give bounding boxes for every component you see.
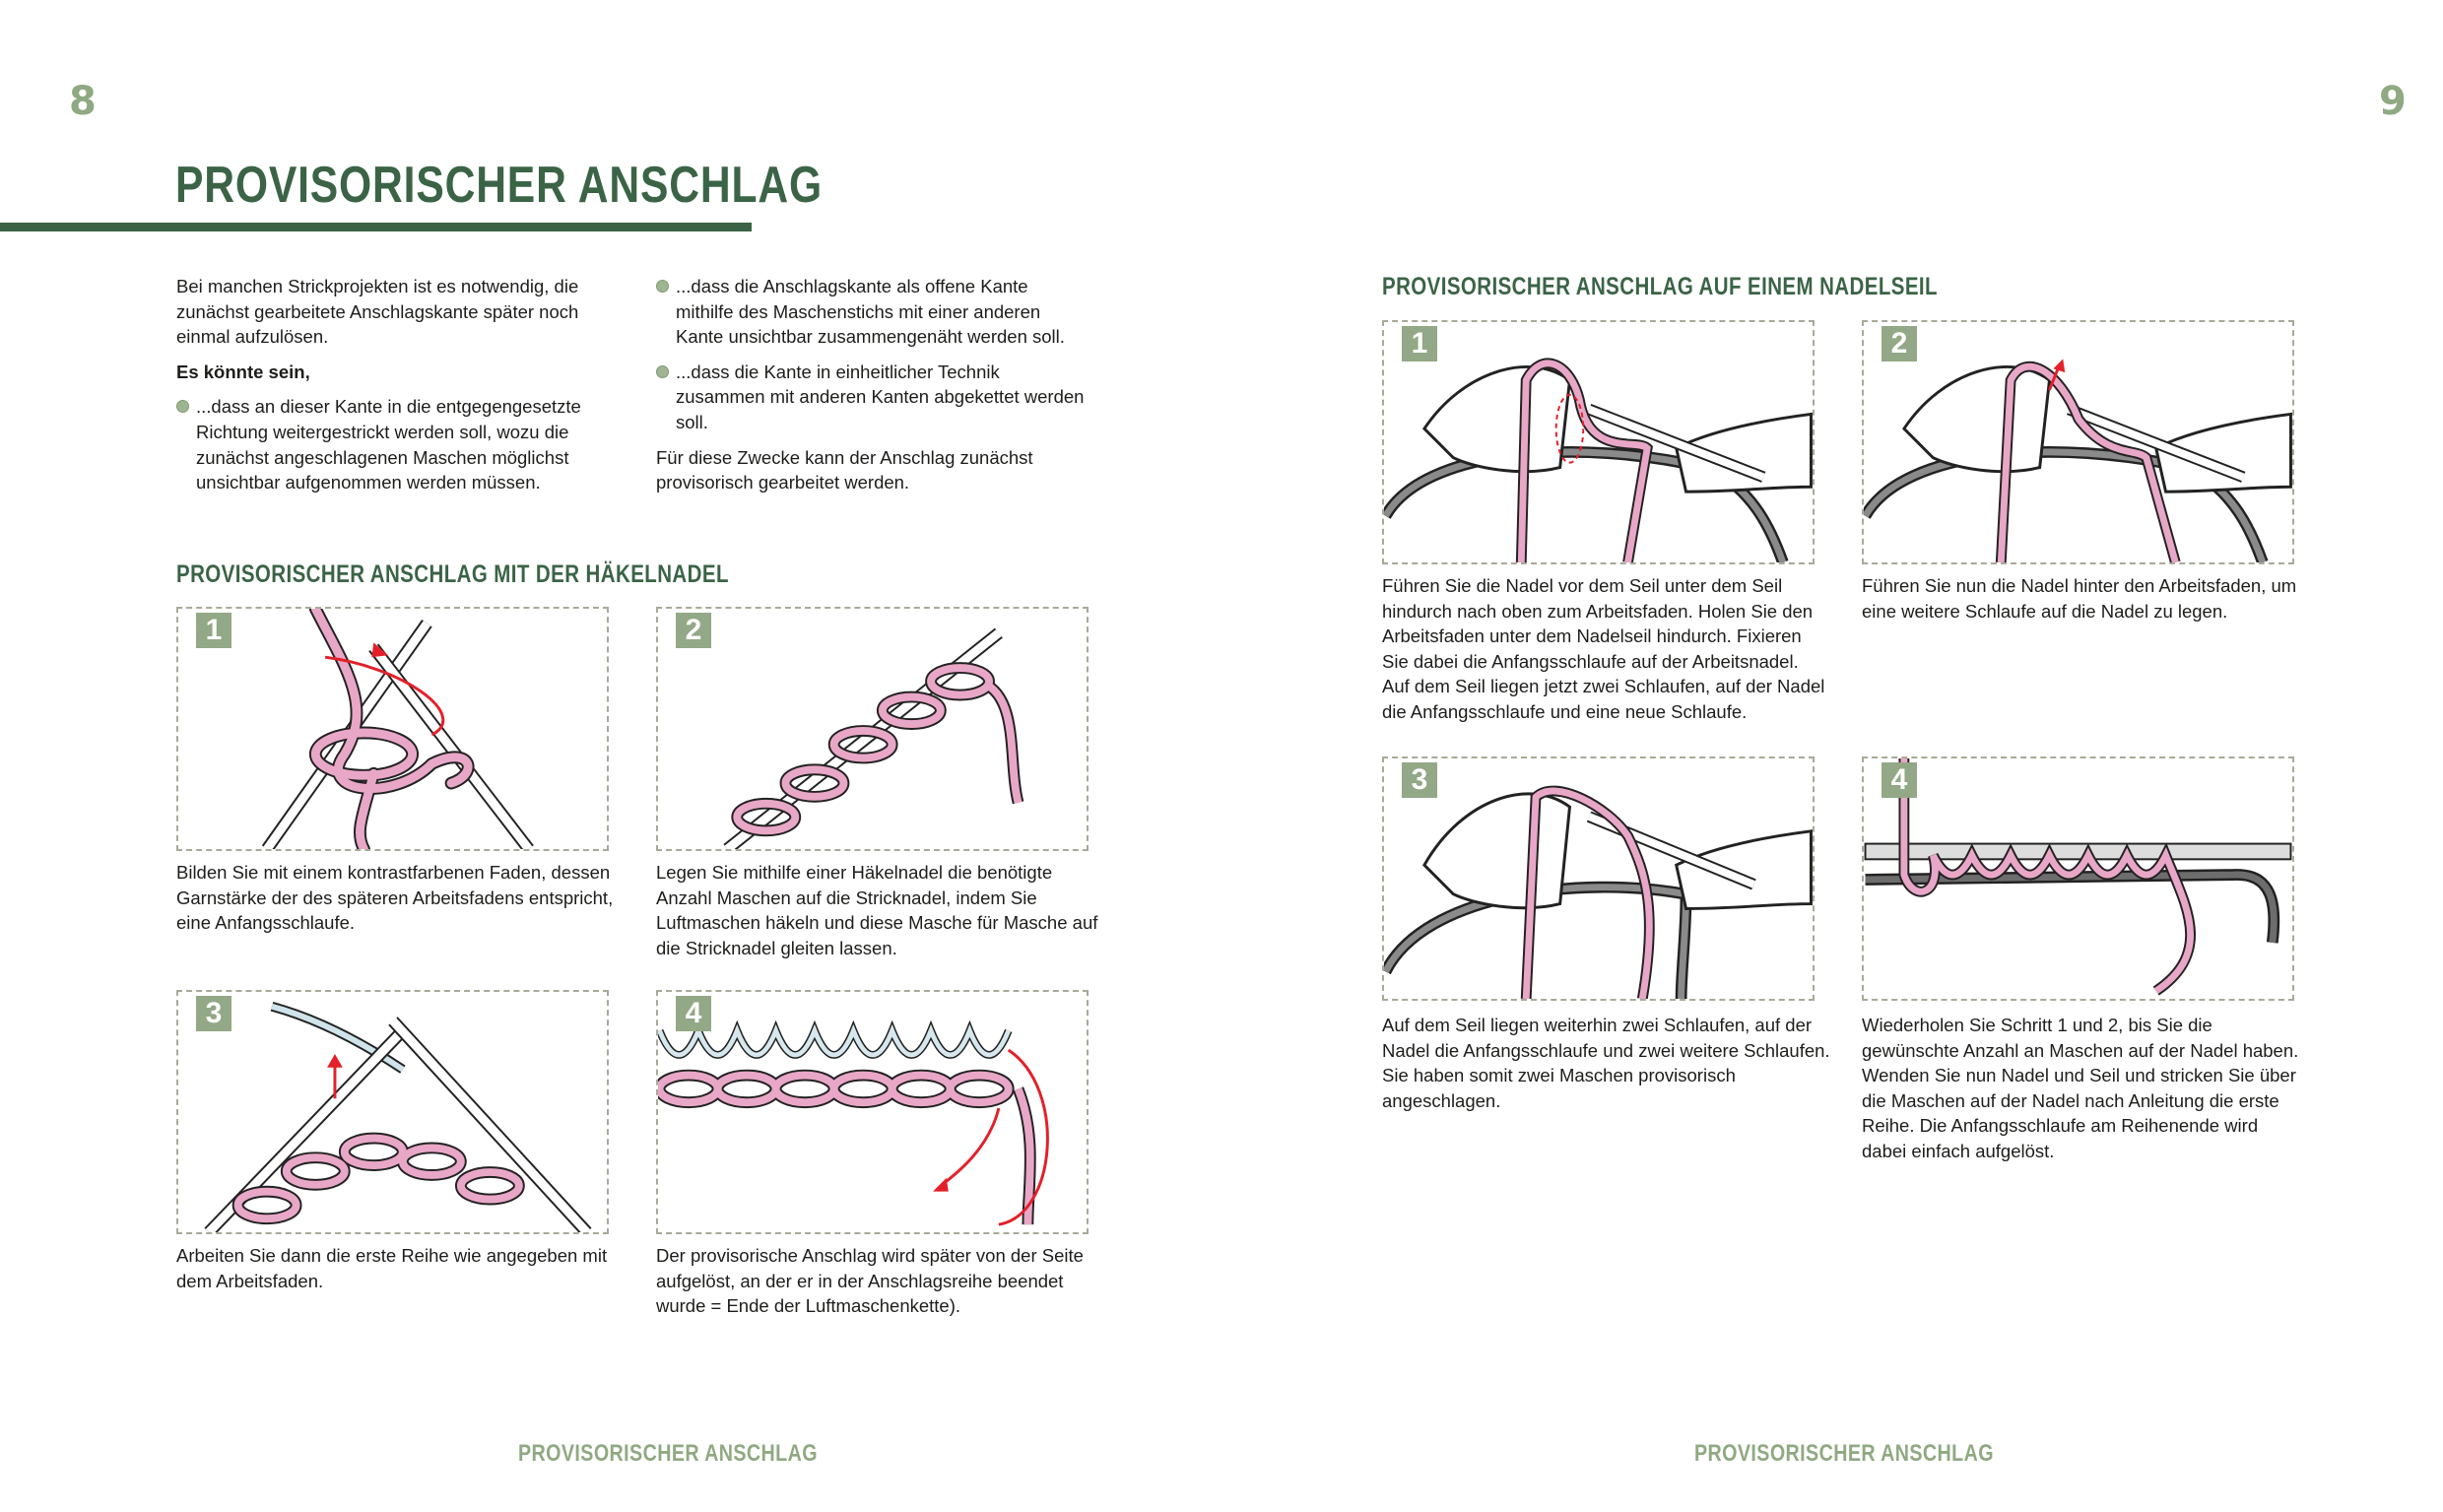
section-heading-crochet: PROVISORISCHER ANSCHLAG MIT DER HÄKELNAD… [176, 560, 729, 588]
caption-crochet-step-2: Legen Sie mithilfe einer Häkelnadel die … [656, 862, 1098, 958]
caption-cable-step-4: Wiederholen Sie Schritt 1 und 2, bis Sie… [1862, 1015, 2299, 1161]
illustration-crochet-step-3: 3 [176, 990, 609, 1234]
page-title: PROVISORISCHER ANSCHLAG [175, 157, 823, 214]
step-number-badge: 3 [1402, 762, 1437, 798]
caption-cable-step-2: Führen Sie nun die Nadel hinter den Arbe… [1862, 575, 2297, 622]
needle-slipknot-illustration [261, 609, 534, 849]
intro-column-left: Bei manchen Strickprojekten ist es notwe… [176, 274, 610, 505]
caption-cable-step-3: Auf dem Seil liegen weiterhin zwei Schla… [1382, 1015, 1830, 1111]
hand-cable-illustration [1864, 359, 2292, 562]
step-number-badge: 2 [1882, 326, 1917, 362]
first-row-illustration [204, 1002, 592, 1232]
hand-cable-illustration [1384, 785, 1813, 999]
bullet-dot-icon [656, 280, 669, 293]
illustration-cable-step-1: 1 [1382, 320, 1815, 564]
intro-bullet: ...dass an dieser Kante in die entgegeng… [176, 394, 610, 494]
intro-closing: Für diese Zwecke kann der Anschlag zunäc… [656, 446, 1033, 493]
intro-lead: Es könnte sein, [176, 361, 310, 382]
illustration-cable-step-2: 2 [1862, 320, 2294, 564]
illustration-crochet-step-2: 2 [656, 607, 1089, 851]
step-number-badge: 1 [1402, 326, 1437, 362]
unravel-chain-illustration [658, 1019, 1049, 1226]
caption-crochet-step-1: Bilden Sie mit einem kontrastfarbenen Fa… [176, 862, 614, 934]
section-heading-cable: PROVISORISCHER ANSCHLAG AUF EINEM NADELS… [1382, 273, 1938, 300]
title-rule [0, 223, 752, 231]
step-number-badge: 2 [676, 613, 711, 648]
illustration-cable-step-4: 4 [1862, 756, 2294, 1001]
caption-crochet-step-4: Der provisorische Anschlag wird später v… [656, 1245, 1084, 1317]
bullet-dot-icon [176, 400, 189, 414]
intro-paragraph: Bei manchen Strickprojekten ist es notwe… [176, 276, 579, 348]
crochet-chain-illustration [723, 627, 1024, 849]
footer-running-title-left: PROVISORISCHER ANSCHLAG [518, 1440, 818, 1467]
intro-column-right: ...dass die Anschlagskante als offene Ka… [656, 274, 1089, 505]
step-number-badge: 3 [196, 996, 231, 1031]
page-number-left: 8 [69, 79, 97, 124]
hand-cable-illustration [1384, 358, 1813, 562]
bullet-dot-icon [656, 364, 669, 378]
step-number-badge: 4 [1882, 762, 1917, 798]
illustration-crochet-step-1: 1 [176, 607, 609, 851]
illustration-cable-step-3: 3 [1382, 756, 1815, 1001]
intro-bullet: ...dass die Anschlagskante als offene Ka… [656, 274, 1089, 350]
caption-cable-step-1: Führen Sie die Nadel vor dem Seil unter … [1382, 575, 1825, 722]
stitches-on-cable-illustration [1864, 758, 2292, 996]
intro-bullet: ...dass die Kante in einheitlicher Techn… [656, 360, 1089, 435]
caption-crochet-step-3: Arbeiten Sie dann die erste Reihe wie an… [176, 1245, 608, 1291]
step-number-badge: 1 [196, 613, 231, 648]
step-number-badge: 4 [676, 996, 711, 1031]
footer-running-title-right: PROVISORISCHER ANSCHLAG [1694, 1440, 1994, 1467]
page-number-right: 9 [2379, 79, 2407, 124]
illustration-crochet-step-4: 4 [656, 990, 1089, 1234]
